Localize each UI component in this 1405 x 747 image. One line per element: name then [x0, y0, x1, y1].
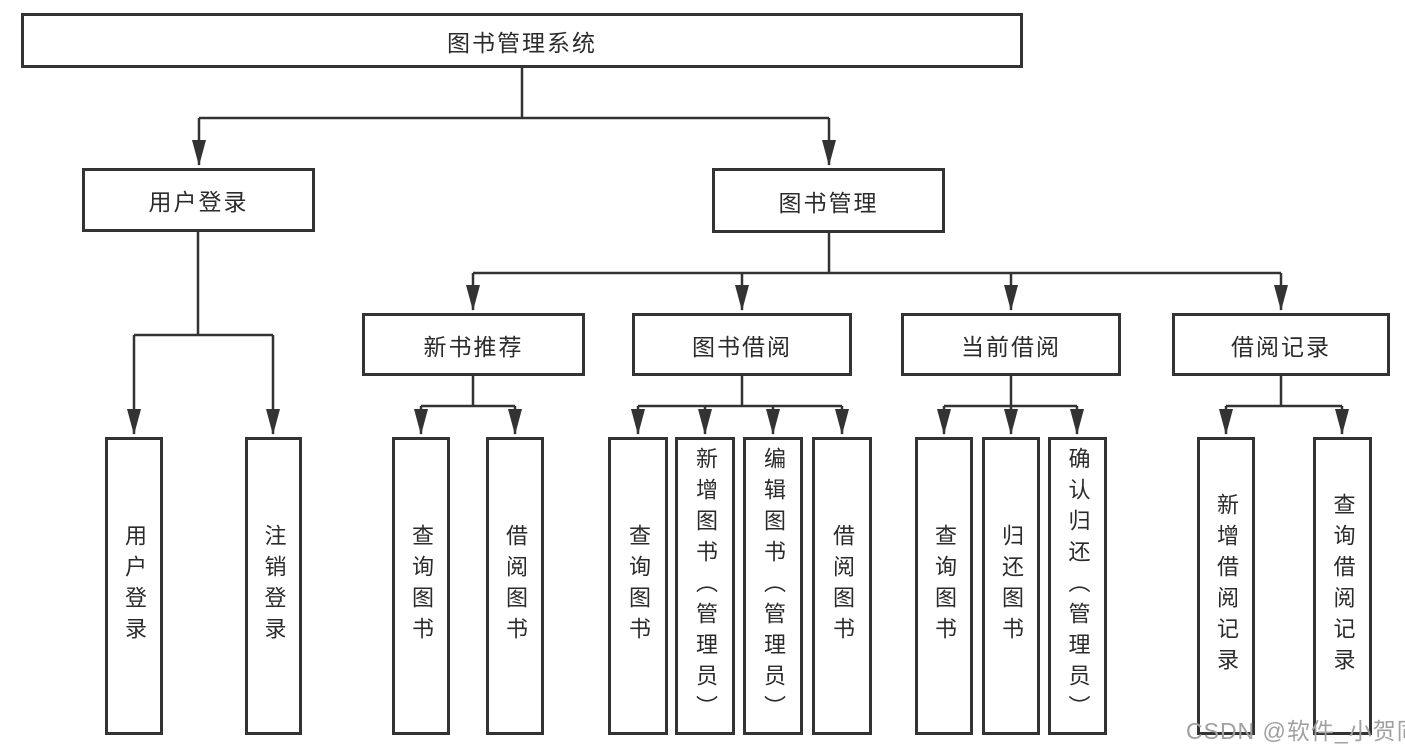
- leaf-borrow-books-recommend: 借阅图书: [486, 437, 544, 735]
- leaf-add-borrow-record: 新增借阅记录: [1197, 437, 1255, 735]
- leaf-confirm-return-admin: 确认归还（管理员）: [1048, 437, 1107, 735]
- node-new-book-recommend: 新书推荐: [362, 313, 585, 376]
- node-user-login: 用户登录: [82, 168, 315, 232]
- leaf-query-books-current: 查询图书: [915, 437, 973, 735]
- leaf-query-borrow-record: 查询借阅记录: [1313, 437, 1372, 735]
- node-root: 图书管理系统: [21, 13, 1023, 68]
- leaf-logout: 注销登录: [245, 437, 302, 735]
- leaf-query-books-borrow: 查询图书: [608, 437, 668, 735]
- node-current-borrow: 当前借阅: [901, 313, 1121, 376]
- leaf-add-books-admin: 新增图书（管理员）: [675, 437, 735, 735]
- node-book-borrow: 图书借阅: [632, 313, 852, 376]
- leaf-user-login: 用户登录: [105, 437, 163, 735]
- node-borrow-record: 借阅记录: [1172, 313, 1390, 376]
- leaf-borrow-books: 借阅图书: [812, 437, 872, 735]
- watermark: CSDN @软件_小贺同学: [1186, 718, 1405, 744]
- leaf-edit-books-admin: 编辑图书（管理员）: [743, 437, 803, 735]
- leaf-return-books: 归还图书: [982, 437, 1040, 735]
- leaf-query-books-recommend: 查询图书: [392, 437, 450, 735]
- connector-group: [127, 68, 1349, 435]
- node-book-management: 图书管理: [712, 168, 945, 233]
